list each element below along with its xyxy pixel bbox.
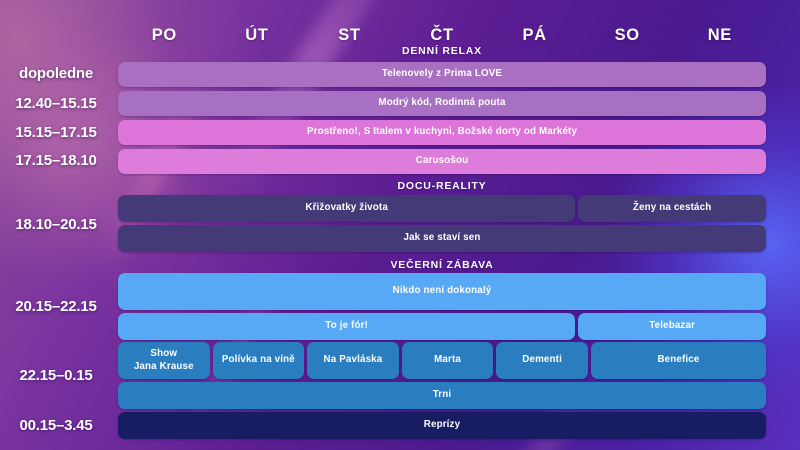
program-prostreno-s-italem-bozske-dorty[interactable]: Prostřeno!, S Italem v kuchyni, Božské d…	[118, 120, 766, 145]
time-label-2015-2215: 20.15–22.15	[15, 298, 97, 315]
time-label-1515-1715: 15.15–17.15	[15, 124, 97, 141]
schedule-row-2215-b: Trni	[118, 382, 766, 409]
time-label-1810-2015: 18.10–20.15	[15, 216, 97, 233]
program-polivka-na-vine[interactable]: Polívka na víně	[212, 342, 305, 379]
program-jak-se-stavi-sen[interactable]: Jak se staví sen	[118, 225, 766, 252]
schedule-row-dopoledne: Telenovely z Prima LOVE	[118, 62, 766, 87]
time-label-0015-345: 00.15–3.45	[19, 417, 93, 434]
program-telebazar[interactable]: Telebazar	[578, 313, 766, 340]
schedule-row-1715-1810: Carusošou	[118, 149, 766, 174]
program-zeny-na-cestach[interactable]: Ženy na cestách	[578, 195, 766, 222]
section-title-docu-reality: DOCU-REALITY	[397, 180, 487, 192]
program-show-jana-krause[interactable]: Show Jana Krause	[118, 342, 210, 379]
program-to-je-for[interactable]: To je fór!	[118, 313, 576, 340]
day-header-ct: ČT	[430, 26, 454, 44]
program-marta[interactable]: Marta	[401, 342, 494, 379]
schedule-row-1240-1515: Modrý kód, Rodinná pouta	[118, 91, 766, 116]
day-header-st: ST	[338, 26, 361, 44]
schedule-row-0015-345: Reprízy	[118, 412, 766, 439]
day-header-pa: PÁ	[522, 26, 547, 44]
program-reprizy[interactable]: Reprízy	[118, 412, 766, 439]
day-header-po: PO	[151, 26, 177, 44]
time-label-2215-0015: 22.15–0.15	[19, 367, 93, 384]
program-trni[interactable]: Trni	[118, 382, 766, 409]
section-title-vecerni-zabava: VEČERNÍ ZÁBAVA	[390, 259, 494, 271]
time-label-column: dopoledne 12.40–15.15 15.15–17.15 17.15–…	[0, 0, 118, 450]
program-title-multiline: Show Jana Krause	[133, 348, 194, 372]
program-na-pavlaska[interactable]: Na Pavláska	[307, 342, 399, 379]
program-modry-kod-rodinna-pouta[interactable]: Modrý kód, Rodinná pouta	[118, 91, 766, 116]
schedule-row-2015-a: Nikdo není dokonalý	[118, 273, 766, 310]
program-krizovatky-zivota[interactable]: Křižovatky života	[118, 195, 576, 222]
time-label-1240-1515: 12.40–15.15	[15, 95, 97, 112]
program-carusosou[interactable]: Carusošou	[118, 149, 766, 174]
program-benefice[interactable]: Benefice	[590, 342, 767, 379]
schedule-row-1810-b: Jak se staví sen	[118, 225, 766, 252]
time-label-1715-1810: 17.15–18.10	[15, 152, 97, 169]
schedule-row-1810-a: Křižovatky života Ženy na cestách	[118, 195, 766, 222]
day-header-ne: NE	[707, 26, 732, 44]
program-nikdo-neni-dokonaly[interactable]: Nikdo není dokonalý	[118, 273, 766, 310]
schedule-row-2215-a: Show Jana Krause Polívka na víně Na Pavl…	[118, 342, 767, 379]
time-label-dopoledne: dopoledne	[18, 65, 94, 82]
day-header-ut: ÚT	[245, 26, 269, 44]
schedule-row-2015-b: To je fór! Telebazar	[118, 313, 766, 340]
program-dementi[interactable]: Dementi	[496, 342, 588, 379]
day-header-row: PO ÚT ST ČT PÁ SO NE	[118, 22, 766, 48]
program-telenovely-prima-love[interactable]: Telenovely z Prima LOVE	[118, 62, 766, 87]
section-title-denni-relax: DENNÍ RELAX	[402, 45, 482, 57]
schedule-row-1515-1715: Prostřeno!, S Italem v kuchyni, Božské d…	[118, 120, 766, 145]
day-header-so: SO	[614, 26, 640, 44]
